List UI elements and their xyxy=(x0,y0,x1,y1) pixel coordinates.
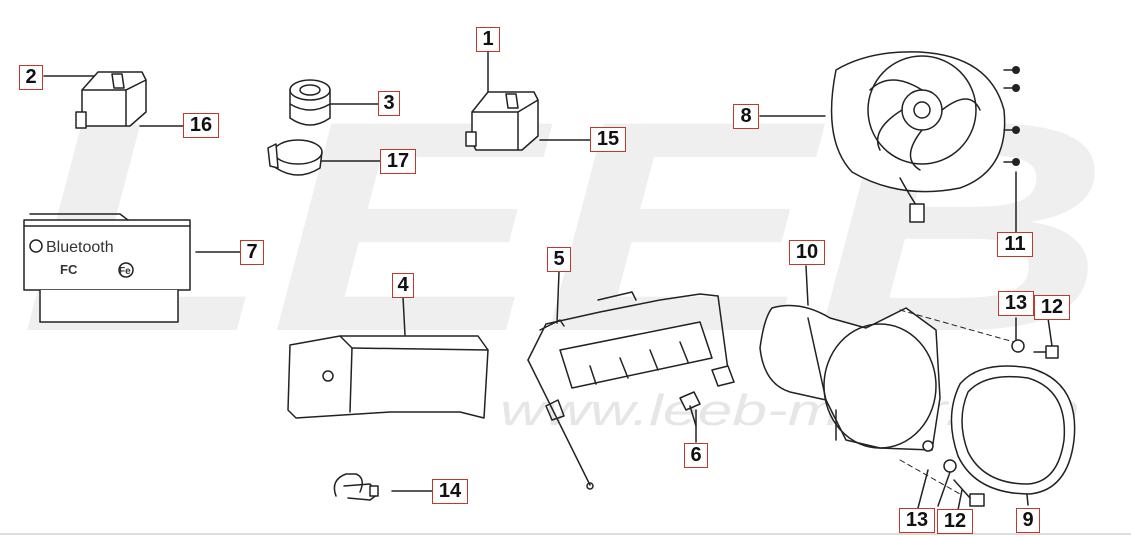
callout-13-bottom: 13 xyxy=(899,508,935,533)
callout-3: 3 xyxy=(378,91,400,116)
callout-15: 15 xyxy=(590,127,626,152)
callout-11: 11 xyxy=(997,232,1033,257)
callout-17: 17 xyxy=(380,149,416,174)
bluetooth-label: Bluetooth xyxy=(46,239,114,256)
callout-4: 4 xyxy=(392,273,414,298)
callout-16: 16 xyxy=(183,113,219,138)
callout-12-top: 12 xyxy=(1034,295,1070,320)
callout-1: 1 xyxy=(476,27,500,52)
callout-2: 2 xyxy=(19,65,43,90)
callout-9: 9 xyxy=(1016,508,1040,533)
callout-6: 6 xyxy=(684,443,708,468)
callout-14: 14 xyxy=(432,479,468,504)
callout-5: 5 xyxy=(547,247,571,272)
callout-7: 7 xyxy=(240,240,264,265)
ce-mark: Fe xyxy=(119,266,131,277)
callout-13-top: 13 xyxy=(998,291,1034,316)
callout-12-bottom: 12 xyxy=(937,509,973,534)
callout-10: 10 xyxy=(789,240,825,265)
fc-mark: FC xyxy=(60,262,78,277)
callout-8: 8 xyxy=(733,104,759,129)
